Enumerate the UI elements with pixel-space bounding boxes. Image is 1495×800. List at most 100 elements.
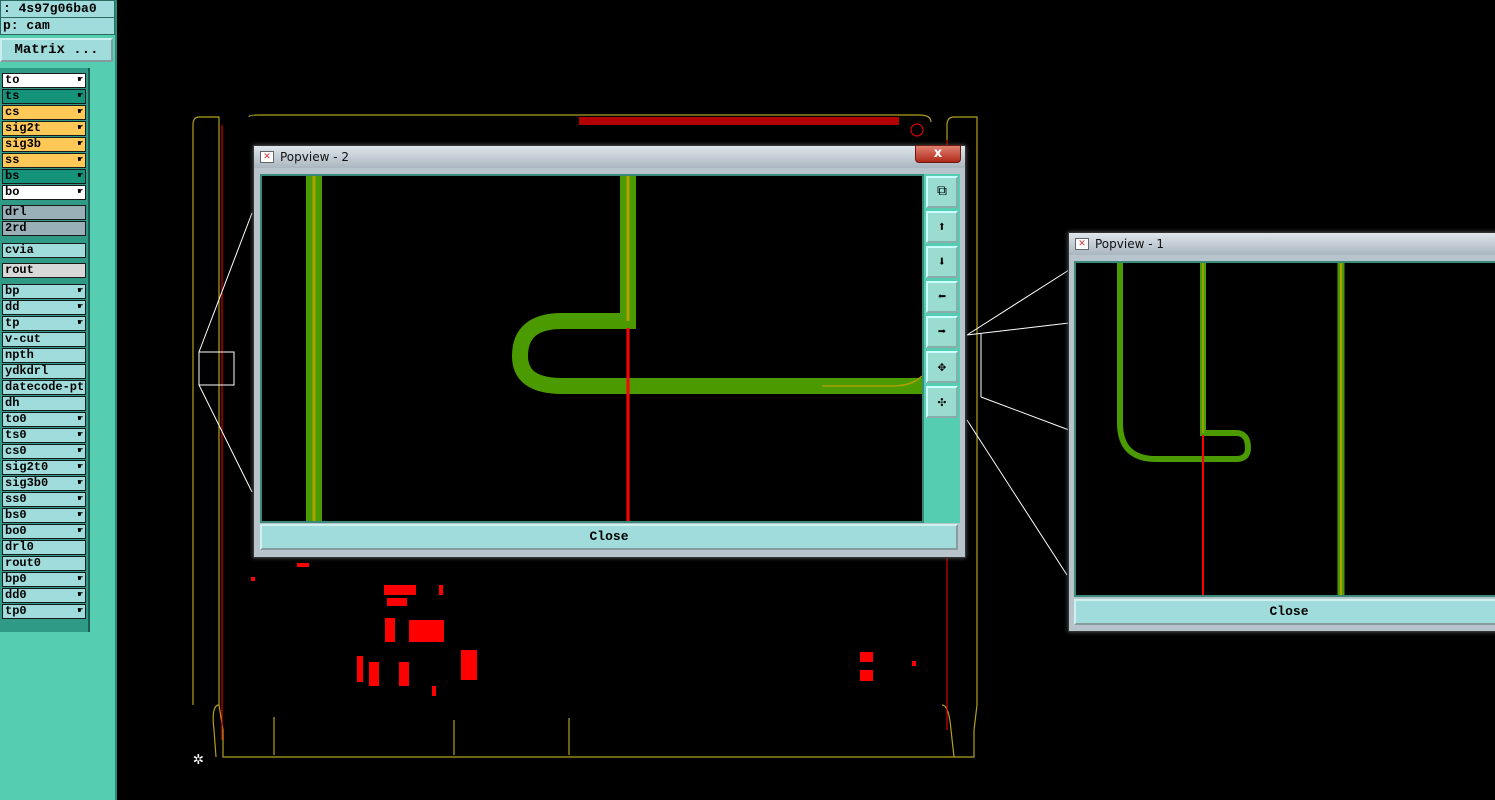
layer-row-bo0[interactable]: bo0☛ (2, 524, 86, 539)
affected-hand-icon[interactable]: ☛ (77, 91, 83, 101)
layer-row-bs0[interactable]: bs0☛ (2, 508, 86, 523)
layer-row-ts0[interactable]: ts0 ☛ (2, 428, 86, 443)
layer-name: dd0 (5, 588, 27, 602)
zoom-fit-icon[interactable]: ✥ (926, 351, 958, 383)
affected-hand-icon[interactable]: ☛ (77, 171, 83, 181)
affected-hand-icon[interactable]: ☛ (77, 302, 83, 312)
layer-row-ts[interactable]: ts ☛ (2, 89, 86, 104)
zoom-back-icon[interactable]: ⧉ (926, 176, 958, 208)
popview-2-titlebar[interactable]: ✕Popview - 2 (254, 146, 965, 168)
layer-name: tp0 (5, 604, 27, 618)
pads (251, 117, 916, 696)
layer-row-rout0[interactable]: rout0 (2, 556, 86, 571)
layer-name: tp (5, 316, 20, 330)
affected-hand-icon[interactable]: ☛ (77, 123, 83, 133)
affected-hand-icon[interactable]: ☛ (77, 526, 83, 536)
layer-name: ss (5, 153, 20, 167)
layer-row-v-cut[interactable]: v-cut (2, 332, 86, 347)
popview-1-canvas[interactable] (1074, 261, 1495, 597)
app-icon: ✕ (260, 151, 274, 163)
layer-row-bp[interactable]: bp ☛ (2, 284, 86, 299)
affected-hand-icon[interactable]: ☛ (77, 318, 83, 328)
layer-name: npth (5, 348, 34, 362)
layer-row-drl[interactable]: drl (2, 205, 86, 220)
layer-row-sig3b0[interactable]: sig3b0 ☛ (2, 476, 86, 491)
layer-row-bo[interactable]: bo ☛ (2, 185, 86, 200)
popview-1-titlebar[interactable]: ✕Popview - 1 (1069, 233, 1495, 255)
layer-name: ts (5, 89, 20, 103)
affected-hand-icon[interactable]: ☛ (77, 606, 83, 616)
popview-1-title: Popview - 1 (1095, 237, 1164, 251)
affected-hand-icon[interactable]: ☛ (77, 107, 83, 117)
affected-hand-icon[interactable]: ☛ (77, 574, 83, 584)
layer-row-rout[interactable]: rout (2, 263, 86, 278)
layer-row-sig2t0[interactable]: sig2t0☛ (2, 460, 86, 475)
popview-1-window: ✕Popview - 1 Close (1068, 232, 1495, 632)
layer-name: sig2t (5, 121, 42, 135)
affected-hand-icon[interactable]: ☛ (77, 430, 83, 440)
layer-row-tp0[interactable]: tp0 ☛ (2, 604, 86, 619)
affected-hand-icon[interactable]: ☛ (77, 187, 83, 197)
pan-down-icon[interactable]: ⬇ (926, 246, 958, 278)
affected-hand-icon[interactable]: ☛ (77, 510, 83, 520)
affected-hand-icon[interactable]: ☛ (77, 494, 83, 504)
affected-hand-icon[interactable]: ☛ (77, 590, 83, 600)
layer-row-datecode-pte[interactable]: datecode-pte (2, 380, 86, 395)
popview-2-window: ✕Popview - 2 x ⧉⬆⬇⬅➡✥✣ Close (253, 145, 966, 558)
matrix-button[interactable]: Matrix ... (0, 38, 113, 62)
layer-row-to[interactable]: to☛ (2, 73, 86, 88)
layer-row-cs[interactable]: cs☛ (2, 105, 86, 120)
pan-center-icon[interactable]: ✣ (926, 386, 958, 418)
affected-hand-icon[interactable]: ☛ (77, 155, 83, 165)
layer-row-dd[interactable]: dd ☛ (2, 300, 86, 315)
layer-name: bp0 (5, 572, 27, 586)
layer-name: 2rd (5, 221, 27, 235)
layer-name: v-cut (5, 332, 42, 346)
layer-name: drl0 (5, 540, 34, 554)
popview-2-canvas[interactable] (260, 174, 924, 523)
layer-name: ts0 (5, 428, 27, 442)
layer-row-dh[interactable]: dh (2, 396, 86, 411)
popview-2-close-button[interactable]: Close (260, 524, 958, 550)
layer-row-sig3b[interactable]: sig3b☛ (2, 137, 86, 152)
layer-row-tp[interactable]: tp ☛ (2, 316, 86, 331)
layer-row-bs[interactable]: bs ☛ (2, 169, 86, 184)
board-outline (192, 114, 978, 758)
layer-row-sig2t[interactable]: sig2t ☛ (2, 121, 86, 136)
layer-row-ss0[interactable]: ss0☛ (2, 492, 86, 507)
affected-hand-icon[interactable]: ☛ (77, 462, 83, 472)
layer-row-ss[interactable]: ss ☛ (2, 153, 86, 168)
layer-name: datecode-pte (5, 380, 86, 394)
layer-name: sig3b0 (5, 476, 49, 490)
board-canvas[interactable]: ✲ (119, 0, 1495, 800)
origin-icon: ✲ (193, 750, 204, 770)
pan-right-icon[interactable]: ➡ (926, 316, 958, 348)
affected-hand-icon[interactable]: ☛ (77, 75, 83, 85)
popview-1-close-button[interactable]: Close (1074, 599, 1495, 625)
affected-hand-icon[interactable]: ☛ (77, 286, 83, 296)
affected-hand-icon[interactable]: ☛ (77, 446, 83, 456)
layer-row-cs0[interactable]: cs0☛ (2, 444, 86, 459)
layer-row-npth[interactable]: npth (2, 348, 86, 363)
layer-name: bp (5, 284, 20, 298)
affected-hand-icon[interactable]: ☛ (77, 139, 83, 149)
layer-row-drl0[interactable]: drl0 (2, 540, 86, 555)
layer-name: bs (5, 169, 20, 183)
close-x-button[interactable]: x (915, 145, 961, 163)
layer-name: bo (5, 185, 20, 199)
layer-name: ydkdrl (5, 364, 49, 378)
layer-row-2rd[interactable]: 2rd (2, 221, 86, 236)
layer-name: rout0 (5, 556, 42, 570)
affected-hand-icon[interactable]: ☛ (77, 414, 83, 424)
layer-name: cvia (5, 243, 34, 257)
layer-row-bp0[interactable]: bp0 ☛ (2, 572, 86, 587)
layer-row-cvia[interactable]: cvia (2, 243, 86, 258)
layer-name: dd (5, 300, 20, 314)
layer-row-dd0[interactable]: dd0 ☛ (2, 588, 86, 603)
affected-hand-icon[interactable]: ☛ (77, 478, 83, 488)
layer-row-to0[interactable]: to0☛ (2, 412, 86, 427)
layer-row-ydkdrl[interactable]: ydkdrl (2, 364, 86, 379)
job-name: : 4s97g06ba0 (0, 0, 115, 18)
pan-left-icon[interactable]: ⬅ (926, 281, 958, 313)
pan-up-icon[interactable]: ⬆ (926, 211, 958, 243)
